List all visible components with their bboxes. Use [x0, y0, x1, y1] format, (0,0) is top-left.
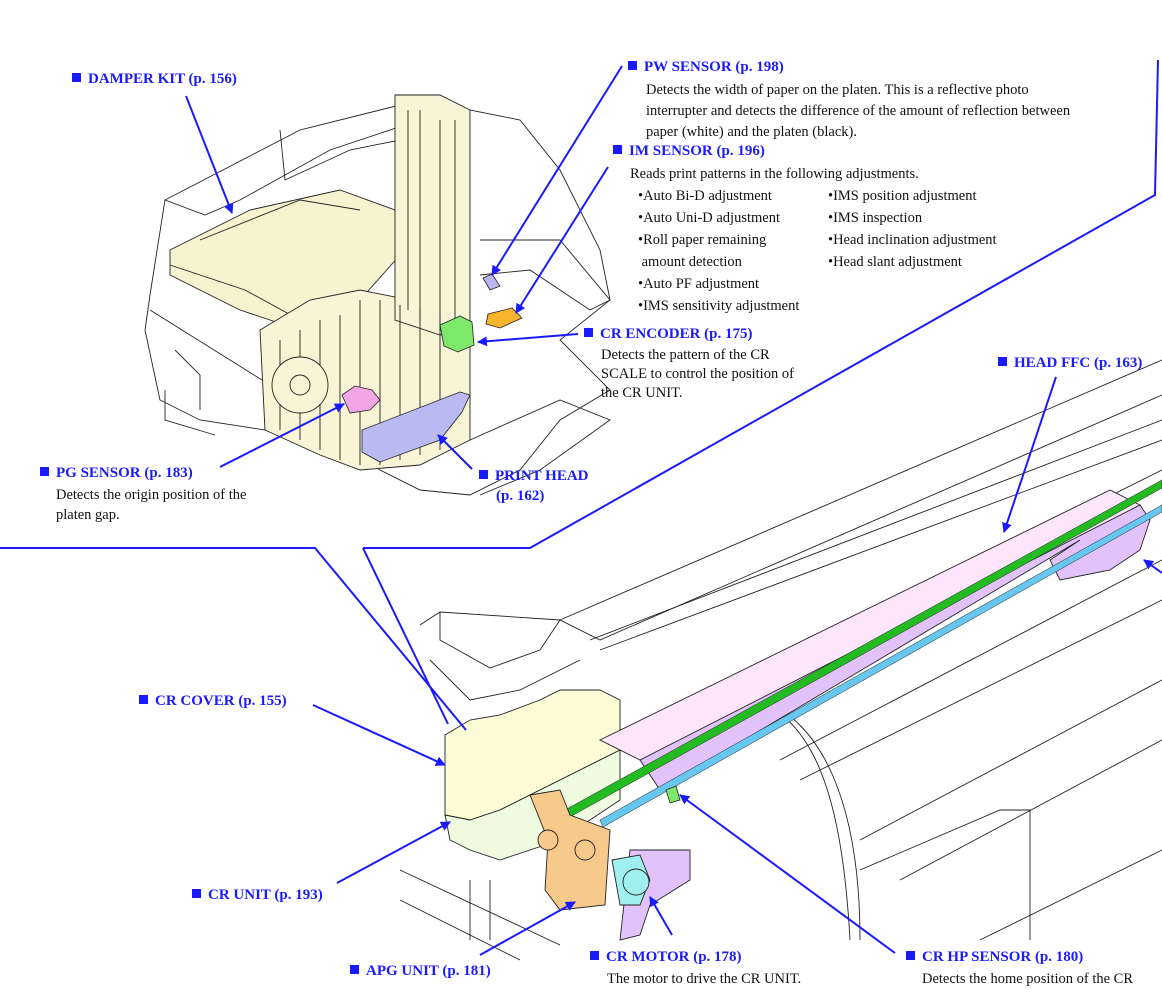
- leader-cr-motor: [649, 896, 673, 936]
- cr-unit-label: CR UNIT (p. 193): [192, 886, 323, 904]
- head-ffc-part: [639, 504, 1151, 791]
- cr-scale-part: [564, 479, 1162, 819]
- bullet-square-icon: [350, 965, 359, 974]
- leader-head-ffc: [1002, 376, 1057, 533]
- bullet-square-icon: [139, 695, 148, 704]
- pw-sensor-label: PW SENSOR (p. 198): [628, 58, 784, 76]
- cr-unit-part: [444, 749, 621, 861]
- im-sensor-adjustments-left: •Auto Bi-D adjustment •Auto Uni-D adjust…: [638, 188, 800, 314]
- bullet-square-icon: [192, 889, 201, 898]
- bullet-square-icon: [628, 61, 637, 70]
- bullet-square-icon: [479, 470, 488, 479]
- apg-gear: [537, 829, 559, 851]
- head-ffc-label: HEAD FFC (p. 163): [998, 354, 1142, 372]
- print-head-part: [361, 391, 471, 463]
- cr-encoder-description: Detects the pattern of the CR SCALE to c…: [601, 347, 794, 401]
- section-divider-lines: [0, 59, 1159, 731]
- upper-printer-illustration: [144, 94, 611, 496]
- leader-damper-kit: [185, 95, 234, 214]
- apg-unit-label: APG UNIT (p. 181): [350, 962, 491, 980]
- leader-cr-encoder: [477, 333, 579, 347]
- cr-motor-face: [622, 868, 650, 896]
- cr-encoder-part: [439, 315, 475, 353]
- im-sensor-adjustments-right: •IMS position adjustment •IMS inspection…: [828, 188, 997, 270]
- cr-cover-label: CR COVER (p. 155): [139, 692, 287, 710]
- im-sensor-label: IM SENSOR (p. 196): [613, 142, 765, 160]
- cr-motor-description: The motor to drive the CR UNIT.: [607, 971, 802, 987]
- cr-motor-label: CR MOTOR (p. 178): [590, 948, 742, 966]
- bullet-square-icon: [40, 467, 49, 476]
- print-head-label: PRINT HEAD (p. 162): [479, 466, 589, 506]
- cr-hp-sensor-description: Detects the home position of the CR: [922, 971, 1134, 987]
- leader-pw-sensor: [491, 65, 623, 276]
- bullet-square-icon: [72, 73, 81, 82]
- damper-kit-label: DAMPER KIT (p. 156): [72, 70, 237, 88]
- pw-sensor-description: Detects the width of paper on the platen…: [646, 82, 1071, 140]
- leader-apg-unit: [479, 901, 576, 956]
- leader-cr-unit: [336, 821, 451, 884]
- bullet-square-icon: [998, 357, 1007, 366]
- cr-encoder-label: CR ENCODER (p. 175): [584, 325, 753, 343]
- im-sensor-description: Reads print patterns in the following ad…: [630, 166, 919, 182]
- pg-sensor-description: Detects the origin position of the plate…: [56, 487, 247, 523]
- bullet-square-icon: [590, 951, 599, 960]
- bullet-square-icon: [613, 145, 622, 154]
- pw-sensor-part: [482, 273, 501, 291]
- bullet-square-icon: [906, 951, 915, 960]
- head-ffc-top: [598, 489, 1141, 761]
- apg-unit-part: [529, 789, 611, 911]
- leader-im-sensor: [515, 166, 609, 314]
- apg-gear-2: [574, 839, 596, 861]
- cr-hp-sensor-label: CR HP SENSOR (p. 180): [906, 948, 1083, 966]
- cr-shaft-part: [599, 504, 1162, 828]
- im-sensor-part: [485, 307, 523, 329]
- leader-cr-hp-sensor: [679, 794, 896, 954]
- leader-print-head: [437, 434, 473, 470]
- leader-head-ffc-2: [1143, 559, 1162, 574]
- leader-cr-cover: [312, 704, 446, 766]
- bullet-square-icon: [584, 328, 593, 337]
- leader-lines: [185, 65, 1162, 956]
- leader-pg-sensor: [219, 403, 345, 468]
- pg-sensor-part: [341, 385, 381, 414]
- pg-sensor-label: PG SENSOR (p. 183): [40, 464, 193, 482]
